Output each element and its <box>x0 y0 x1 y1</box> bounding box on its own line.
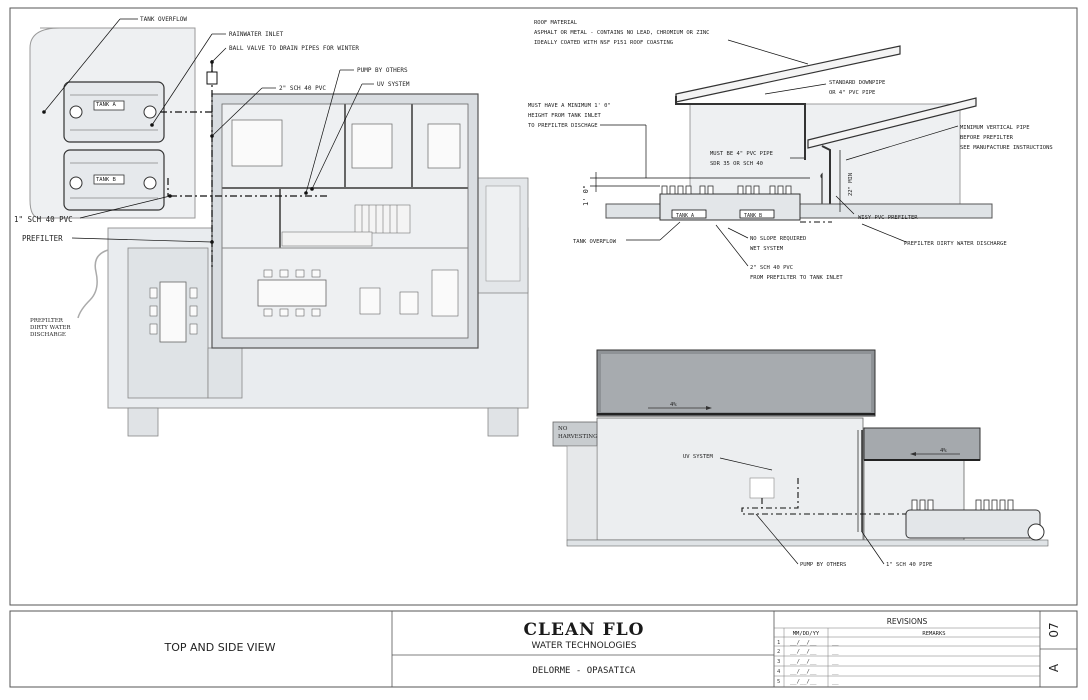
label-min-vertical-3: SEE MANUFACTURE INSTRUCTIONS <box>960 145 1053 151</box>
label-prefilter: PREFILTER <box>22 234 63 243</box>
sheet-number: 07 <box>1047 622 1061 637</box>
label-ball-valve: BALL VALVE TO DRAIN PIPES FOR WINTER <box>229 45 359 52</box>
label-tank-b-side: TANK B <box>744 213 762 219</box>
revision-row-num: 3 <box>777 659 780 665</box>
label-downpipe-2: OR 4" PVC PIPE <box>829 90 875 96</box>
label-dim-1ft: 1' 0" <box>582 185 590 206</box>
label-rainwater-inlet: RAINWATER INLET <box>229 31 284 38</box>
revision-row-num: 2 <box>777 649 780 655</box>
view-title: TOP AND SIDE VIEW <box>164 641 276 654</box>
revision-row-num: 4 <box>777 669 781 675</box>
discharge-line <box>77 249 109 319</box>
label-pvc-pipe-2: SDR 35 OR SCH 40 <box>710 161 763 167</box>
main-wall <box>596 417 864 541</box>
ball-valve-symbol <box>206 62 218 85</box>
project-name: DELORME - OPASATICA <box>533 666 637 676</box>
revisions-remarks-header: REMARKS <box>922 631 945 637</box>
title-block: TOP AND SIDE VIEW CLEAN FLO WATER TECHNO… <box>164 611 1077 687</box>
revision-row-remark: __ <box>832 669 839 675</box>
label-pvc-pipe-1: MUST BE 4" PVC PIPE <box>710 151 773 157</box>
revision-row-date: __/__/__ <box>790 659 817 665</box>
tank-elevation <box>905 499 1045 541</box>
label-sch40-side-1: 2" SCH 40 PVC <box>750 265 793 271</box>
label-min-height-1: MUST HAVE A MINIMUM 1' 0" <box>528 103 611 109</box>
label-slope-annex: 4% <box>940 448 947 454</box>
label-roof-material-3: IDEALLY COATED WITH NSF P151 ROOF COASTI… <box>534 40 673 46</box>
label-discharge-1: PREFILTER <box>30 318 64 324</box>
revisions-title: REVISIONS <box>887 617 928 626</box>
label-downpipe-1: STANDARD DOWNPIPE <box>829 80 885 86</box>
tanks-side <box>659 185 801 221</box>
label-elev-pump: PUMP BY OTHERS <box>800 562 846 568</box>
revision-row-date: __/__/__ <box>790 669 817 675</box>
label-pump-by-others: PUMP BY OTHERS <box>357 67 408 74</box>
label-roof-material-1: ROOF MATERIAL <box>534 20 578 26</box>
revision-row-remark: __ <box>832 659 839 665</box>
elevation-piping <box>741 478 906 515</box>
side-section: ROOF MATERIAL ASPHALT OR METAL - CONTAIN… <box>528 20 1053 281</box>
label-min-height-2: HEIGHT FROM TANK INLET <box>528 113 602 119</box>
label-1in-sch40: 1" SCH 40 PVC <box>14 215 73 224</box>
label-no-harvesting-2: HARVESTING <box>558 434 598 440</box>
drawing-border <box>9 7 1078 606</box>
label-uv-system: UV SYSTEM <box>377 81 410 88</box>
dining-table <box>257 279 327 307</box>
company-subtitle: WATER TECHNOLOGIES <box>531 641 636 651</box>
plan-piping <box>160 60 330 270</box>
lower-roof <box>807 97 977 149</box>
revisions-date-header: MM/DD/YY <box>793 631 820 637</box>
revision-row-remark: __ <box>832 640 839 646</box>
label-side-tank-overflow: TANK OVERFLOW <box>573 239 617 245</box>
label-wisy-prefilter: WISY PVC PREFILTER <box>858 215 918 221</box>
revision-row-remark: __ <box>832 649 839 655</box>
label-no-slope-2: WET SYSTEM <box>750 246 784 252</box>
label-roof-material-2: ASPHALT OR METAL - CONTAINS NO LEAD, CHR… <box>534 30 710 36</box>
label-no-slope-1: NO SLOPE REQUIRED <box>750 236 806 242</box>
label-no-harvesting-1: NO <box>558 426 568 432</box>
label-sch40-side-2: FROM PREFILTER TO TANK INLET <box>750 275 843 281</box>
company-logo: CLEAN FLO <box>524 620 645 640</box>
label-slope-main: 4% <box>670 402 677 408</box>
label-tank-a-plan: TANK A <box>96 102 117 108</box>
tank-b-plan <box>63 149 165 211</box>
label-tank-overflow: TANK OVERFLOW <box>140 16 187 23</box>
revision-row-num: 5 <box>777 679 780 685</box>
label-min-vertical-2: BEFORE PREFILTER <box>960 135 1014 141</box>
label-discharge-2: DIRTY WATER <box>30 325 71 331</box>
label-2in-sch40: 2" SCH 40 PVC <box>279 85 326 92</box>
label-dim-22in: 22" MIN <box>848 173 854 196</box>
elevation-view: UV SYSTEM PUMP BY OTHERS 1" SCH 40 PIPE … <box>552 349 1049 568</box>
downpipe <box>675 96 806 160</box>
revision-row-date: __/__/__ <box>790 649 817 655</box>
revision-row-date: __/__/__ <box>790 679 817 685</box>
revision-row-num: 1 <box>777 640 780 646</box>
label-discharge-3: DISCHARGE <box>30 332 66 338</box>
revision-row-remark: __ <box>832 679 839 685</box>
uv-system-box <box>749 477 775 499</box>
label-min-vertical-1: MINIMUM VERTICAL PIPE <box>960 125 1030 131</box>
label-tank-a-side: TANK A <box>676 213 694 219</box>
revision-row-date: __/__/__ <box>790 640 817 646</box>
label-elev-sch40: 1" SCH 40 PIPE <box>886 562 932 568</box>
sheet-letter: A <box>1047 663 1061 672</box>
tank-a-plan <box>63 81 165 143</box>
annex-roof-block <box>863 427 981 461</box>
label-dirty-discharge: PREFILTER DIRTY WATER DISCHARGE <box>904 241 1007 247</box>
label-min-height-3: TO PREFILTER DISCHAGE <box>528 123 598 129</box>
label-elev-uv-system: UV SYSTEM <box>683 454 713 460</box>
top-view-plan: TANK OVERFLOW RAINWATER INLET BALL VALVE… <box>14 16 529 437</box>
label-tank-b-plan: TANK B <box>96 177 117 183</box>
